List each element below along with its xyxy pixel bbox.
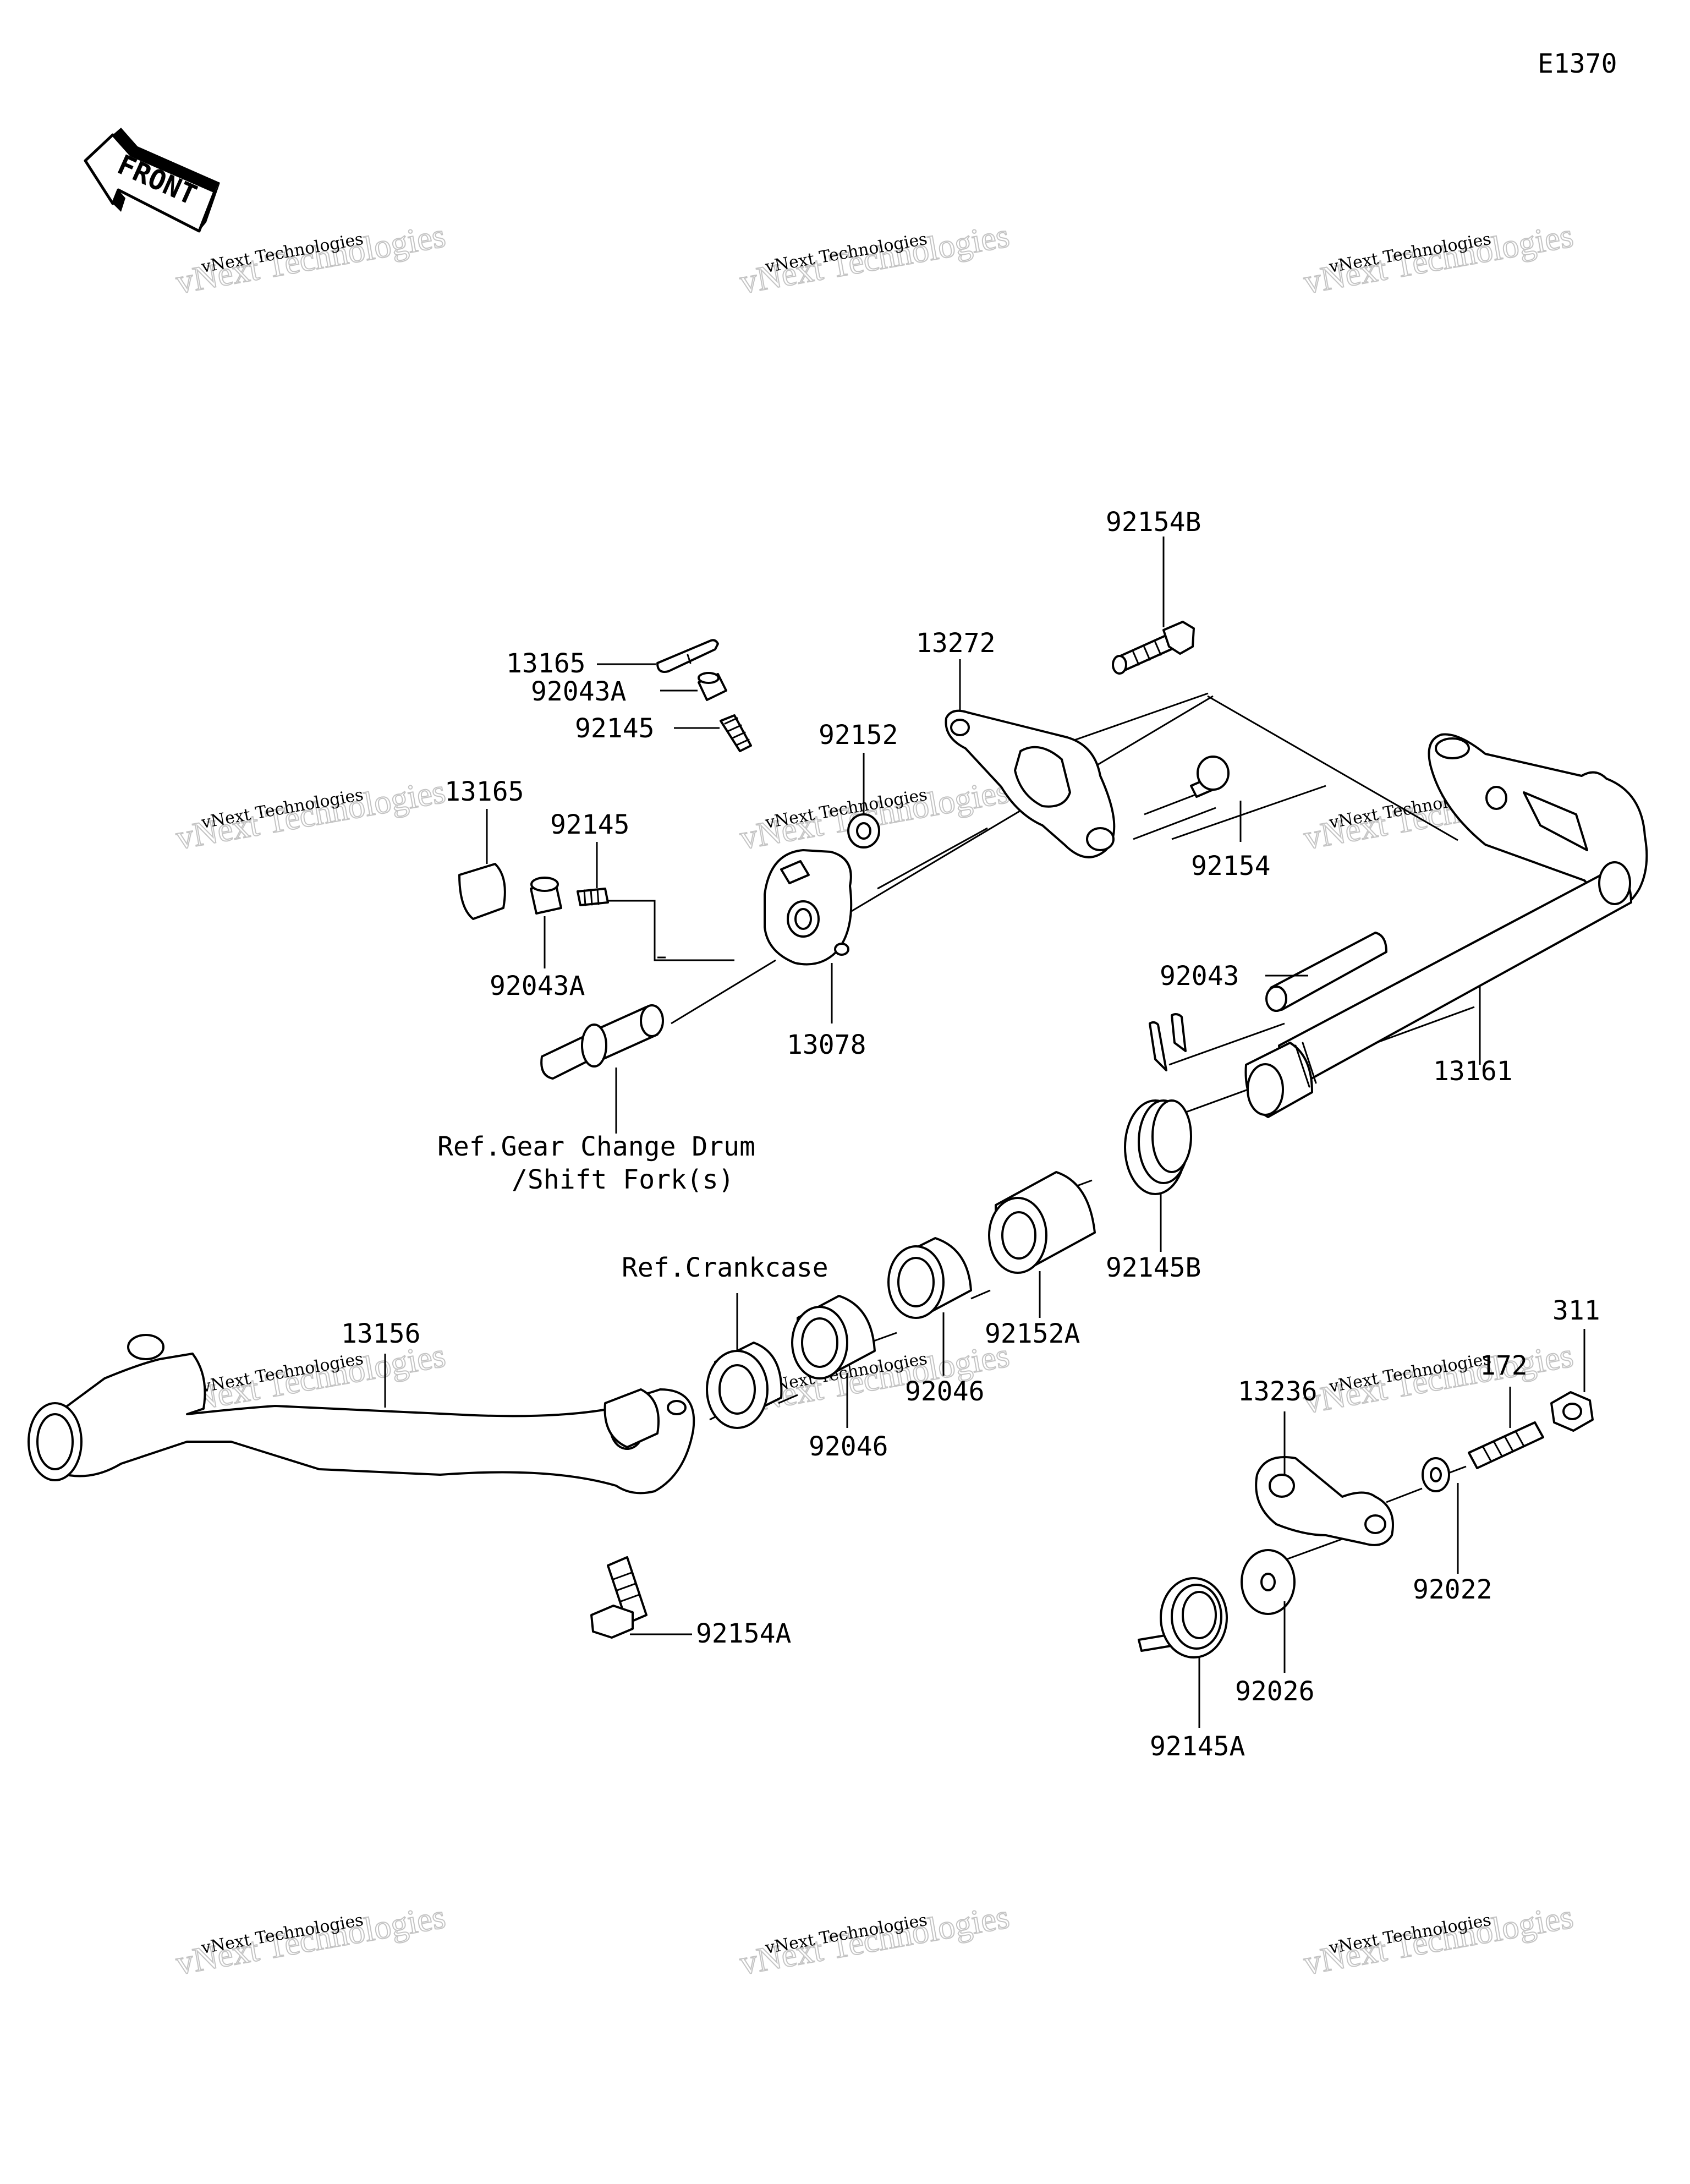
label-92043[interactable]: 92043 — [1160, 961, 1239, 992]
pin-92043A-left[interactable] — [530, 877, 562, 915]
part-labels: 92154B 13272 13165 92043A 92145 92152 13… — [341, 507, 1600, 1762]
label-92152A[interactable]: 92152A — [985, 1318, 1080, 1349]
pin-92043A-top[interactable] — [698, 672, 727, 701]
label-ref-gear-change-drum[interactable]: Ref.Gear Change Drum — [437, 1131, 755, 1162]
label-92043A-left[interactable]: 92043A — [490, 971, 585, 1001]
diagram-code: E1370 — [1538, 48, 1617, 79]
front-arrow-icon: FRONT — [84, 128, 220, 233]
watermark: vNext Technologies vNext Technologies — [737, 216, 1013, 302]
label-92046-upper[interactable]: 92046 — [905, 1376, 985, 1407]
watermark: vNext Technologies vNext Technologies — [173, 216, 449, 302]
label-92043A-top[interactable]: 92043A — [531, 676, 626, 707]
nut-311[interactable] — [1550, 1391, 1594, 1432]
washer-92152[interactable] — [847, 813, 880, 849]
clip-13165-top[interactable] — [656, 639, 719, 673]
bushing-92152A[interactable] — [988, 1171, 1096, 1274]
label-shift-forks[interactable]: /Shift Fork(s) — [512, 1164, 734, 1195]
label-92154[interactable]: 92154 — [1191, 851, 1271, 882]
watermark: vNext Technologies vNext Technologies — [1301, 216, 1577, 302]
seal-crankcase[interactable] — [706, 1342, 783, 1429]
label-92046-lower[interactable]: 92046 — [809, 1431, 888, 1462]
leader-lines — [583, 692, 1475, 1561]
label-13236[interactable]: 13236 — [1238, 1376, 1318, 1407]
washer-92026[interactable] — [1241, 1549, 1296, 1615]
shaft-13161[interactable] — [1244, 733, 1648, 1118]
label-92022[interactable]: 92022 — [1413, 1574, 1493, 1605]
label-13165-left[interactable]: 13165 — [445, 776, 524, 807]
label-92026[interactable]: 92026 — [1235, 1676, 1315, 1707]
watermark: vNext Technologies vNext Technologies — [173, 772, 449, 857]
label-13156[interactable]: 13156 — [341, 1318, 421, 1349]
clip-13165-left[interactable] — [458, 863, 506, 920]
label-13272[interactable]: 13272 — [916, 628, 996, 659]
label-13165-top[interactable]: 13165 — [506, 648, 586, 679]
watermark: vNext Technologies vNext Technologies — [1301, 1336, 1577, 1421]
bearing-92046-b[interactable] — [887, 1237, 972, 1319]
label-92145-top[interactable]: 92145 — [575, 713, 655, 744]
label-92145A[interactable]: 92145A — [1150, 1731, 1245, 1762]
washer-92022[interactable] — [1422, 1457, 1450, 1492]
label-92154A[interactable]: 92154A — [696, 1618, 791, 1649]
drum-pin[interactable] — [540, 1004, 664, 1080]
spring-92145A[interactable] — [1138, 1577, 1228, 1658]
label-172[interactable]: 172 — [1480, 1350, 1528, 1381]
label-leaders — [384, 537, 1585, 1728]
bolt-92154B[interactable] — [1112, 621, 1195, 675]
label-311[interactable]: 311 — [1552, 1295, 1600, 1326]
link-13236[interactable] — [1255, 1456, 1394, 1546]
spring-92145B[interactable] — [1124, 1013, 1192, 1195]
watermark: vNext Technologies vNext Technologies — [737, 1897, 1013, 1983]
pin-92043[interactable] — [1265, 932, 1387, 1012]
spring-92145-top[interactable] — [720, 714, 752, 752]
label-13161[interactable]: 13161 — [1433, 1056, 1513, 1087]
label-92154B[interactable]: 92154B — [1106, 507, 1201, 538]
spring-92145-left[interactable] — [577, 888, 609, 906]
watermark: vNext Technologies vNext Technologies — [173, 1897, 449, 1983]
label-ref-crankcase[interactable]: Ref.Crankcase — [622, 1252, 828, 1283]
label-13078[interactable]: 13078 — [787, 1030, 866, 1060]
plate-13272[interactable] — [945, 709, 1116, 858]
label-92145B[interactable]: 92145B — [1106, 1252, 1201, 1283]
bearing-92046-a[interactable] — [791, 1295, 876, 1380]
label-92152[interactable]: 92152 — [819, 720, 898, 751]
cam-13078[interactable] — [764, 849, 853, 966]
lever-13156[interactable] — [28, 1334, 695, 1495]
stud-172[interactable] — [1468, 1421, 1544, 1469]
bolt-92154A[interactable] — [590, 1556, 648, 1639]
watermark: vNext Technologies vNext Technologies — [1301, 1897, 1577, 1983]
label-92145-left[interactable]: 92145 — [550, 809, 630, 840]
screw-92154[interactable] — [1190, 756, 1230, 798]
watermarks: vNext Technologies vNext Technologies vN… — [173, 216, 1577, 1983]
